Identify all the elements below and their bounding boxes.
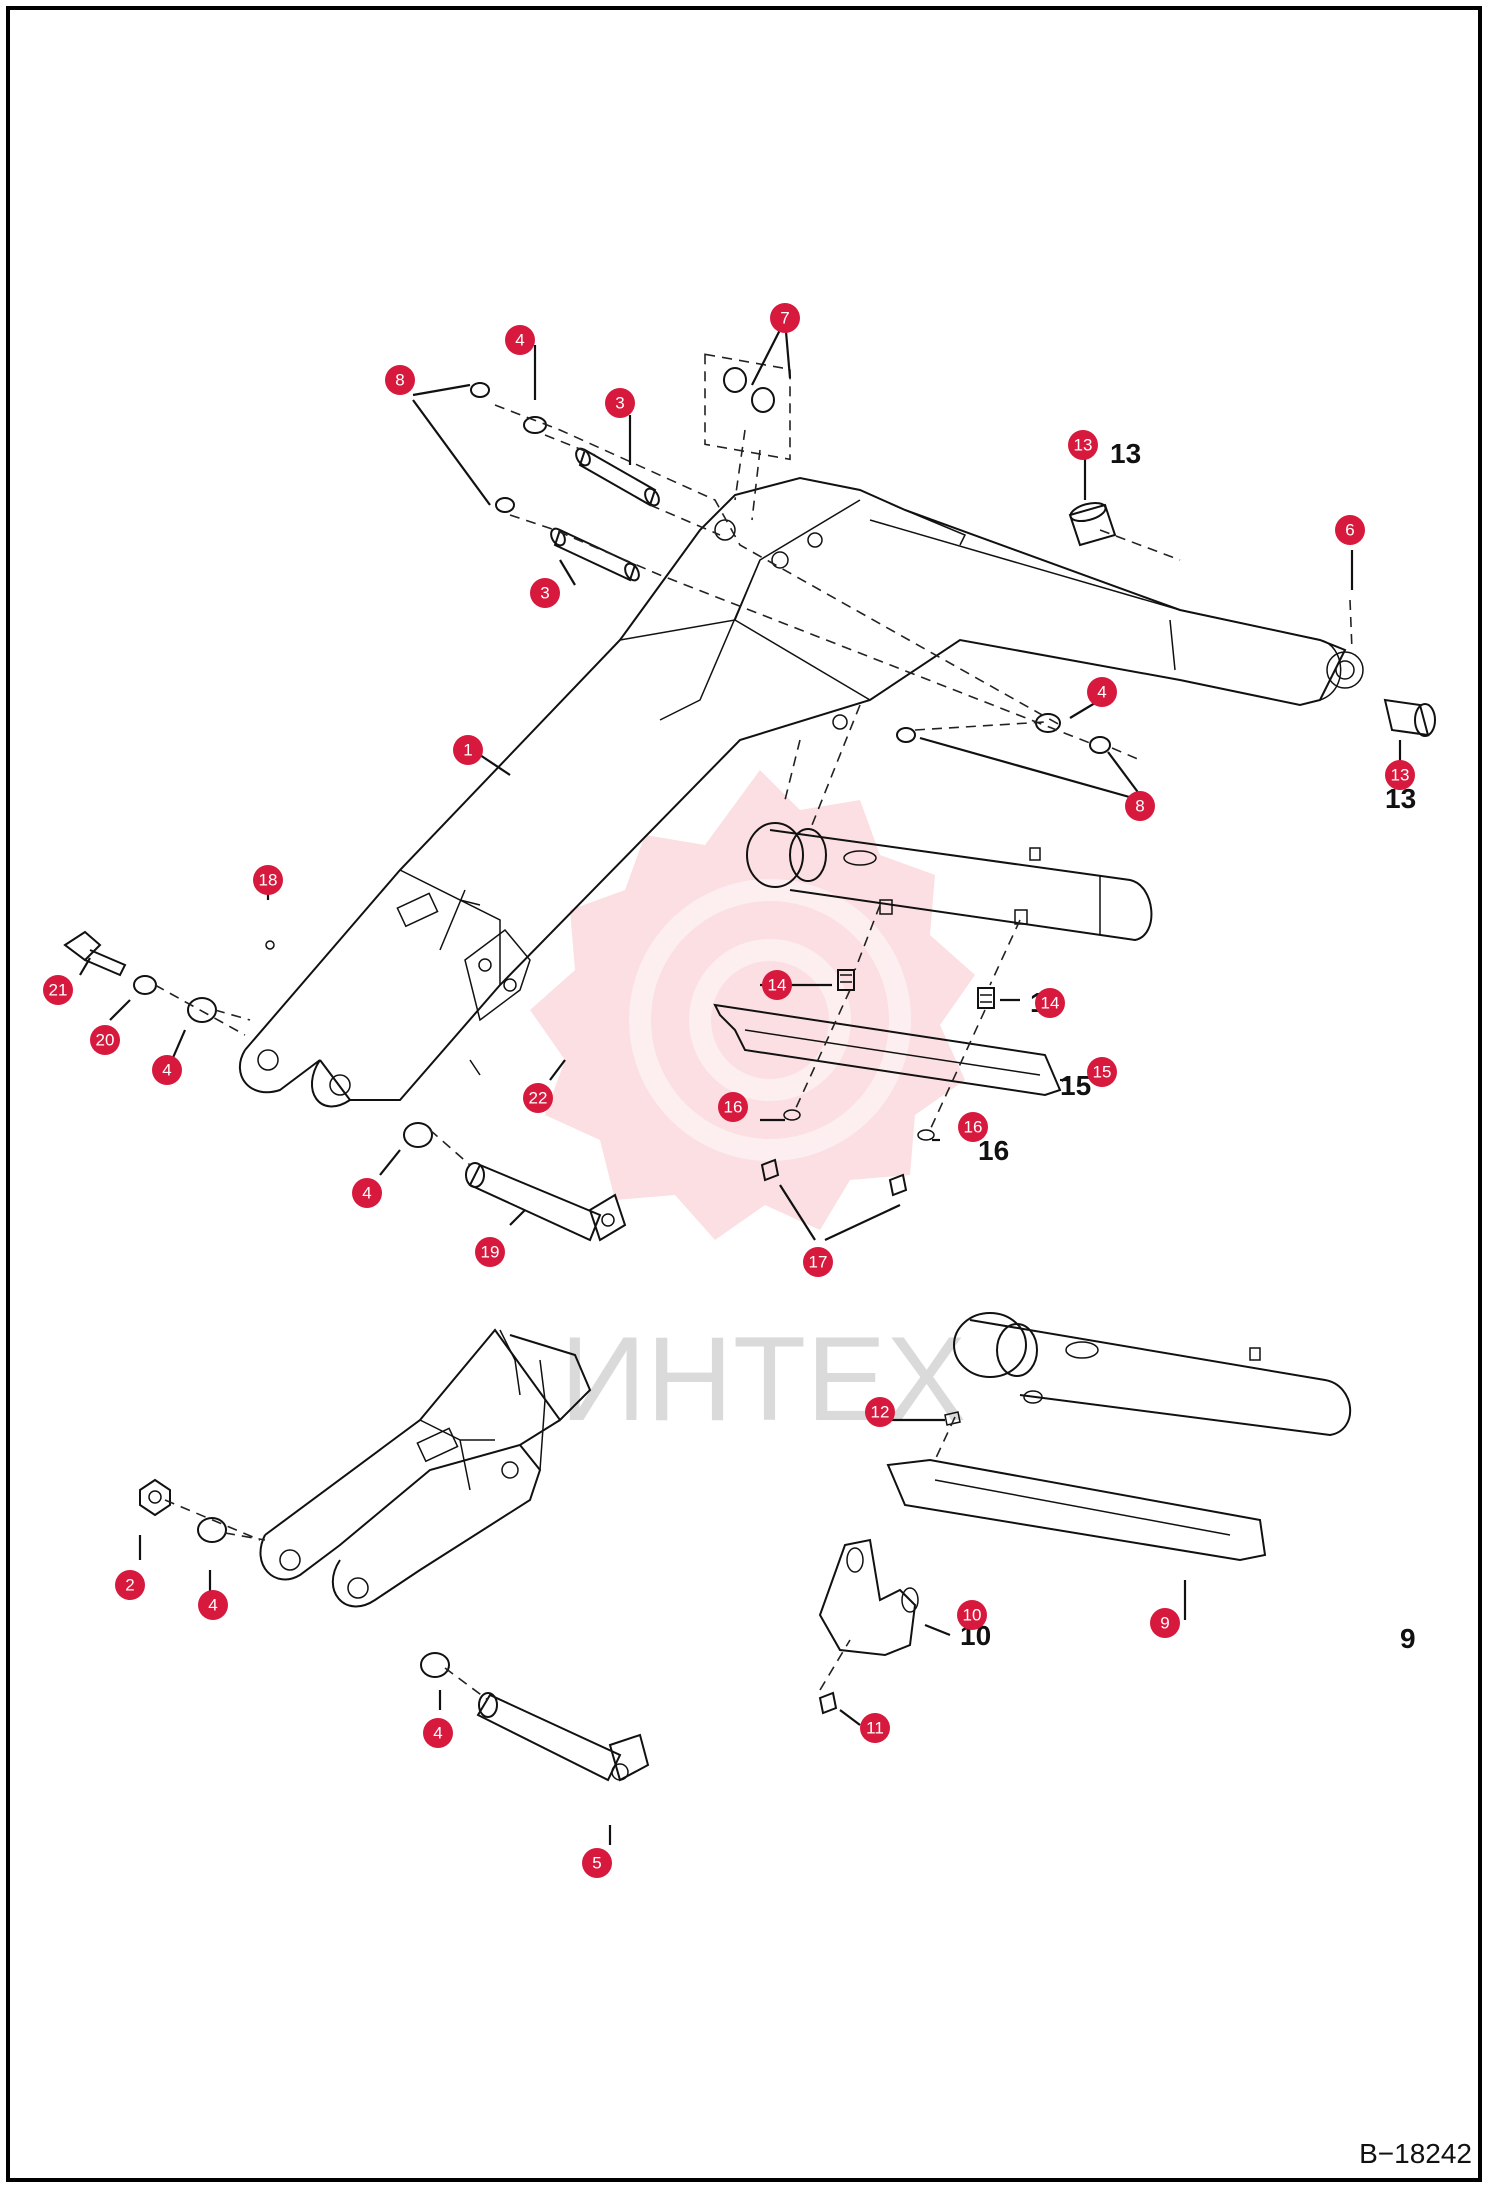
small-screw: [818, 1691, 838, 1715]
callout-13-right: 13: [1385, 760, 1415, 790]
callout-17: 17: [803, 1247, 833, 1277]
callout-7: 7: [770, 303, 800, 333]
callout-4-foot: 4: [352, 1178, 382, 1208]
washers: [133, 367, 1111, 1678]
cylinder-lower: [944, 1312, 1352, 1437]
leader-lines: [79, 319, 1402, 1845]
callout-4-foot-label: 4: [362, 1184, 371, 1203]
callout-2-label: 2: [125, 1576, 134, 1595]
boom-foot-detail: [259, 1328, 592, 1608]
callout-10: 10: [957, 1600, 987, 1630]
callout-1: 1: [453, 735, 483, 765]
bushing-upper: [1068, 501, 1117, 547]
callout-13-right-label: 13: [1391, 766, 1410, 785]
callout-4-right: 4: [1087, 677, 1117, 707]
svg-text:9: 9: [1400, 1623, 1416, 1654]
callout-13-top: 13: [1068, 430, 1098, 460]
nut: [139, 1478, 171, 1517]
callout-22: 22: [523, 1083, 553, 1113]
callout-1-label: 1: [463, 741, 472, 760]
svg-text:15: 15: [1060, 1070, 1091, 1101]
callout-5-label: 5: [592, 1854, 601, 1873]
callout-19: 19: [475, 1237, 505, 1267]
callout-4-top: 4: [505, 325, 535, 355]
boom-assembly: [239, 476, 1364, 1108]
callout-11-label: 11: [866, 1719, 884, 1738]
callout-4-detail-pin: 4: [423, 1718, 453, 1748]
assembly-lines: [154, 404, 1353, 1701]
callout-20: 20: [90, 1025, 120, 1055]
callout-10-label: 10: [963, 1606, 982, 1625]
callout-5: 5: [582, 1848, 612, 1878]
bolt: [63, 930, 127, 977]
watermark-text: ИНТЕХ: [560, 1312, 966, 1446]
pin-lower: [550, 527, 640, 582]
callout-4-top-label: 4: [515, 331, 524, 350]
callout-14-left: 14: [762, 970, 792, 1000]
callout-8-right: 8: [1125, 791, 1155, 821]
pin-detail: [476, 1692, 650, 1782]
callout-3-lower: 3: [530, 578, 560, 608]
callout-16-left-label: 16: [724, 1098, 743, 1117]
callout-3-upper: 3: [605, 388, 635, 418]
callout-18-label: 18: [259, 871, 278, 890]
callout-8-right-label: 8: [1135, 797, 1144, 816]
callout-8-top-label: 8: [395, 371, 404, 390]
callout-8-top: 8: [385, 365, 415, 395]
callout-20-label: 20: [96, 1031, 115, 1050]
callout-18: 18: [253, 865, 283, 895]
callout-16-left: 16: [718, 1092, 748, 1122]
pin-boom-foot: [465, 1162, 627, 1242]
callout-17-label: 17: [809, 1253, 828, 1272]
callout-4-left: 4: [152, 1055, 182, 1085]
watermark-rings: [629, 879, 911, 1161]
lower-leaders: [819, 1416, 956, 1691]
callout-16-right-label: 16: [964, 1118, 983, 1137]
callout-19-label: 19: [481, 1243, 500, 1262]
callout-11: 11: [860, 1713, 890, 1743]
callout-6-label: 6: [1345, 521, 1354, 540]
callout-15: 15: [1087, 1057, 1117, 1087]
screws: [760, 1109, 935, 1197]
callout-22-label: 22: [529, 1089, 548, 1108]
callout-16-right: 16: [958, 1112, 988, 1142]
callout-4-detail-pin-label: 4: [433, 1724, 442, 1743]
svg-text:16: 16: [978, 1135, 1009, 1166]
callout-4-left-label: 4: [162, 1061, 171, 1080]
mount-bracket: [818, 1538, 919, 1657]
callout-12-label: 12: [871, 1403, 890, 1422]
grease-fittings: [837, 969, 995, 1009]
callout-21: 21: [43, 975, 73, 1005]
guard-plate-lower: [886, 1458, 1267, 1562]
callout-9: 9: [1150, 1608, 1180, 1638]
callout-4-detail-label: 4: [208, 1596, 217, 1615]
callout-3-upper-label: 3: [615, 394, 624, 413]
callout-12: 12: [865, 1397, 895, 1427]
callout-6: 6: [1335, 515, 1365, 545]
guard-plate-upper: [713, 1003, 1062, 1097]
callout-3-lower-label: 3: [540, 584, 549, 603]
callout-13-top-label: 13: [1074, 436, 1093, 455]
drawing-reference-number: B−18242: [1359, 2138, 1472, 2169]
bushing-lower: [1383, 698, 1436, 737]
callout-4-detail: 4: [198, 1590, 228, 1620]
ring-group-box: [704, 353, 791, 461]
callout-4-right-label: 4: [1097, 683, 1106, 702]
callout-14-right-label: 14: [1041, 994, 1060, 1013]
svg-text:13: 13: [1110, 438, 1141, 469]
callout-14-right: 14: [1035, 988, 1065, 1018]
printed-numbers: 13 9 10 15 14 16 13: [960, 438, 1416, 1654]
callout-21-label: 21: [49, 981, 68, 1000]
callout-7-label: 7: [780, 309, 789, 328]
drawing-frame: [6, 6, 1482, 2182]
callout-2: 2: [115, 1570, 145, 1600]
pin-upper: [575, 447, 660, 507]
callout-15-label: 15: [1093, 1063, 1112, 1082]
callout-9-label: 9: [1160, 1614, 1169, 1633]
callout-14-left-label: 14: [768, 976, 787, 995]
